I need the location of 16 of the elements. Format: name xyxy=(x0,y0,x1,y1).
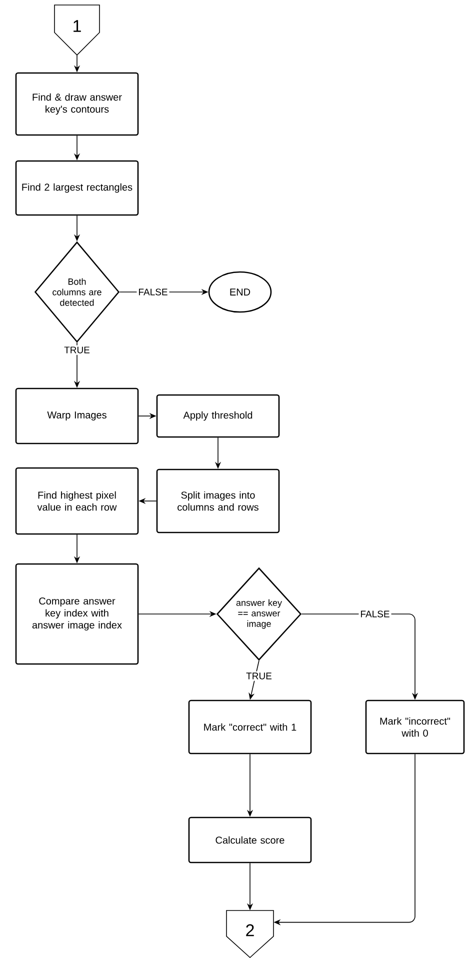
process-box: Apply threshold xyxy=(156,394,280,438)
process-box: Calculate score xyxy=(188,816,312,864)
process-box: Warp Images xyxy=(15,388,139,444)
edge-label: TRUE xyxy=(244,671,274,681)
process-box: Compare answer key index with answer image index xyxy=(15,563,139,665)
process-box: Split images into columns and rows xyxy=(156,468,280,534)
process-box: Find & draw answer key's contours xyxy=(15,72,139,136)
off-page-connector: 2 xyxy=(226,910,274,958)
process-box: Find 2 largest rectangles xyxy=(15,160,139,216)
off-page-connector: 1 xyxy=(54,4,100,56)
edge-label: FALSE xyxy=(358,609,392,619)
process-box: Find highest pixel value in each row xyxy=(15,467,139,535)
edge-label: FALSE xyxy=(136,287,170,297)
process-box: Mark "correct" with 1 xyxy=(188,700,312,754)
process-box: Mark "incorrect" with 0 xyxy=(365,700,465,754)
edge-label: TRUE xyxy=(62,345,92,355)
